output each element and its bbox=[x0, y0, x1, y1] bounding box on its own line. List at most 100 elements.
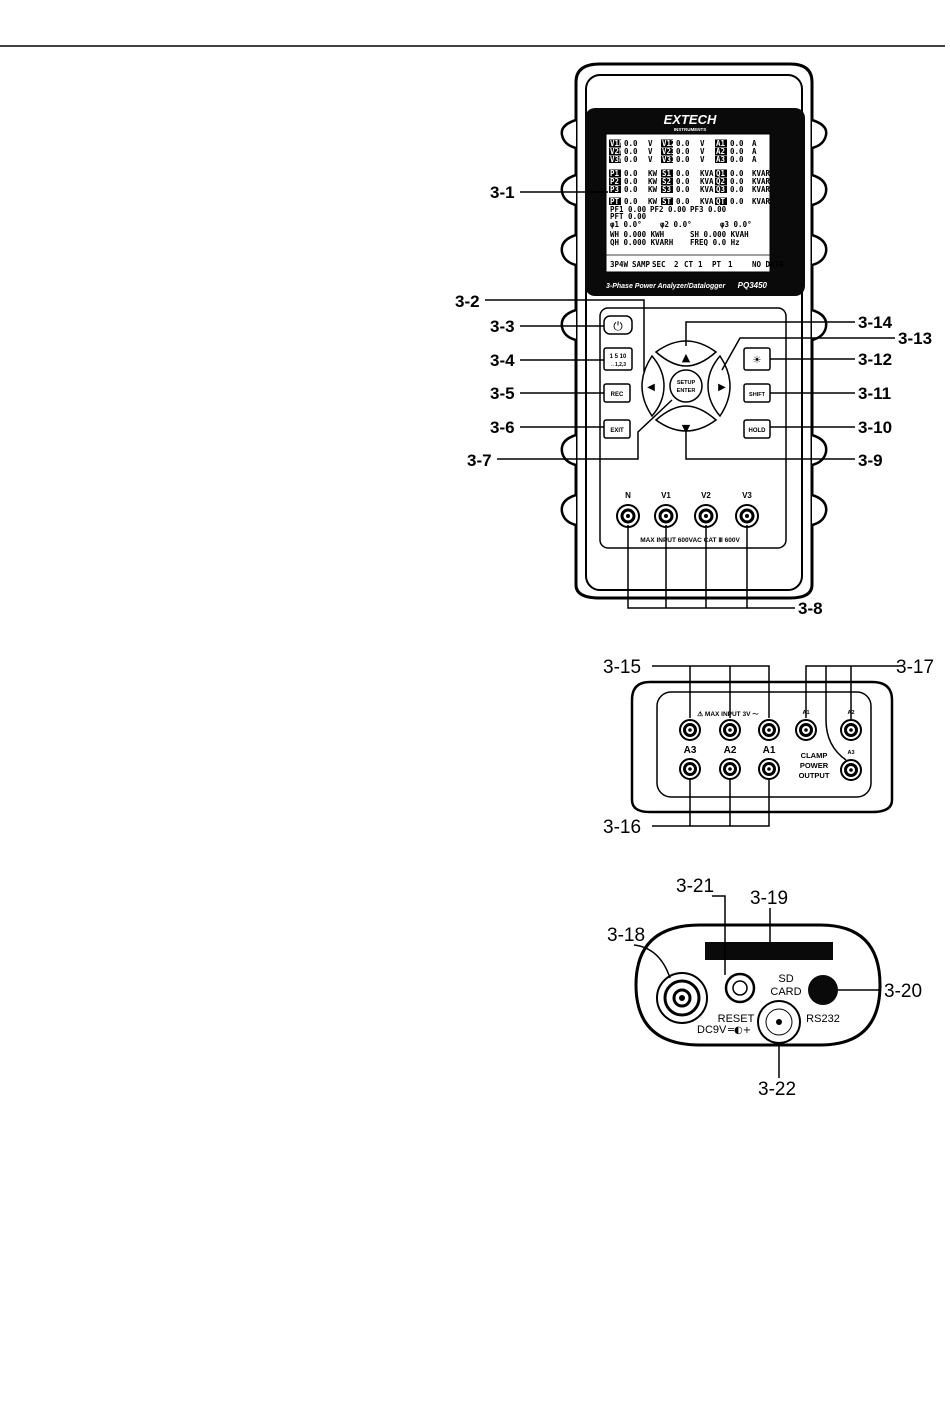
lcd-value: KW bbox=[648, 197, 658, 206]
top-callout-lines bbox=[652, 665, 900, 827]
sd-card-slot[interactable] bbox=[705, 942, 833, 960]
rec-button[interactable]: REC bbox=[603, 383, 631, 403]
lcd-value: 0.0 bbox=[676, 177, 690, 186]
voltage-jack-label: V2 bbox=[701, 491, 711, 500]
rs232-port[interactable] bbox=[808, 975, 838, 1005]
lcd-tag: ST bbox=[662, 197, 672, 206]
current-jack-label: A3 bbox=[684, 745, 697, 756]
lcd-value: 0.0 bbox=[730, 197, 744, 206]
current-jack-a3[interactable] bbox=[679, 719, 701, 741]
lcd-tag: Q2 bbox=[716, 177, 725, 186]
voltage-jack-n[interactable] bbox=[616, 504, 640, 528]
lcd-tag: A2 bbox=[716, 147, 725, 156]
lcd-value: KVA bbox=[700, 185, 714, 194]
callout-3-11: 3-11 bbox=[858, 384, 891, 403]
lcd-tag-box bbox=[661, 155, 673, 163]
rs232-label: RS232 bbox=[806, 1013, 840, 1025]
setup-enter-button[interactable]: SETUP ENTER bbox=[669, 369, 703, 403]
current-jack-a3[interactable] bbox=[679, 758, 701, 780]
lcd-tag-box bbox=[609, 155, 621, 163]
backlight-icon: ☀ bbox=[753, 355, 762, 366]
lcd-tag: S2 bbox=[662, 177, 671, 186]
reset-button[interactable] bbox=[724, 972, 756, 1004]
lcd-pf: PF1 0.00 bbox=[610, 205, 647, 214]
lcd-value: KW bbox=[648, 177, 658, 186]
clamp-label-3: OUTPUT bbox=[799, 771, 830, 780]
voltage-jack-label: N bbox=[625, 491, 631, 500]
left-button[interactable]: ◀ bbox=[641, 354, 665, 418]
lcd-tag: QT bbox=[716, 197, 726, 206]
voltage-jack-v2[interactable] bbox=[694, 504, 718, 528]
range-label-1: 1 5 10 bbox=[610, 354, 627, 360]
clamp-label-2: POWER bbox=[800, 761, 829, 770]
lcd-tag: V31 bbox=[662, 155, 676, 164]
lcd-value: KVAR bbox=[752, 169, 771, 178]
current-jack-a1[interactable] bbox=[758, 719, 780, 741]
bottom-view: RESET SD CARD RS232 DC9V ═◐+ 3-18 3-19 3… bbox=[607, 876, 922, 1100]
clamp-jack-a3[interactable] bbox=[840, 759, 862, 781]
current-jack-a2[interactable] bbox=[719, 758, 741, 780]
range-button[interactable]: 1 5 10 ↔1,2,3 bbox=[603, 347, 633, 371]
lcd-value: KVA bbox=[700, 177, 714, 186]
current-jack-a2[interactable] bbox=[719, 719, 741, 741]
voltage-jack-v3[interactable] bbox=[735, 504, 759, 528]
power-button[interactable]: ⏻ bbox=[603, 315, 633, 335]
lcd-value: 0.0 bbox=[624, 147, 638, 156]
hold-button[interactable]: HOLD bbox=[743, 419, 771, 439]
callout-3-19: 3-19 bbox=[750, 888, 788, 909]
lcd-value: 0.0 bbox=[730, 169, 744, 178]
lcd-energy: SH 0.000 KVAH bbox=[690, 230, 749, 239]
lcd-value: 0.0 bbox=[676, 155, 690, 164]
lcd-status: CT bbox=[684, 260, 694, 269]
voltage-jack-label: V1 bbox=[661, 491, 671, 500]
lcd-tag-box bbox=[661, 197, 673, 205]
lcd-value: KW bbox=[648, 185, 658, 194]
lcd-value: 0.0 bbox=[624, 139, 638, 148]
lcd-tag-box bbox=[609, 147, 621, 155]
bottom-callout-lines bbox=[633, 895, 880, 1078]
up-button[interactable]: ▲ bbox=[654, 340, 718, 367]
backlight-button[interactable]: ☀ bbox=[743, 347, 771, 371]
current-jack-a1[interactable] bbox=[758, 758, 780, 780]
lcd-tag-box bbox=[609, 169, 621, 177]
callout-3-7: 3-7 bbox=[467, 451, 492, 470]
lcd-status: 2 bbox=[674, 260, 679, 269]
callout-3-2: 3-2 bbox=[455, 292, 480, 311]
voltage-jack-v1[interactable] bbox=[654, 504, 678, 528]
callout-3-18: 3-18 bbox=[607, 925, 645, 946]
lcd-value: 0.0 bbox=[624, 177, 638, 186]
lcd-status: 1 bbox=[698, 260, 703, 269]
lcd-energy: WH 0.000 KWH bbox=[610, 230, 665, 239]
dc-power-jack[interactable] bbox=[757, 1000, 801, 1044]
lcd-value: 0.0 bbox=[676, 147, 690, 156]
lcd-status: SEC bbox=[652, 260, 666, 269]
callout-3-4: 3-4 bbox=[490, 351, 515, 370]
shift-label: SHIFT bbox=[749, 392, 766, 398]
shift-button[interactable]: SHIFT bbox=[743, 383, 771, 403]
lcd-value: 0.0 bbox=[730, 147, 744, 156]
lcd-tag: V3N bbox=[610, 155, 624, 164]
right-button[interactable]: ▶ bbox=[707, 354, 731, 418]
lcd-tag: Q3 bbox=[716, 185, 726, 194]
lcd-value: 0.0 bbox=[730, 177, 744, 186]
lcd-value: 0.0 bbox=[624, 197, 638, 206]
lcd-tag: V2N bbox=[610, 147, 624, 156]
brand-sub: INSTRUMENTS bbox=[674, 127, 707, 132]
lcd-value: KVAR bbox=[752, 197, 771, 206]
down-button[interactable]: ▼ bbox=[654, 405, 718, 435]
exit-button[interactable]: EXIT bbox=[603, 419, 631, 439]
power-icon: ⏻ bbox=[613, 319, 623, 333]
rec-label: REC bbox=[611, 392, 624, 398]
lcd-status: PT bbox=[712, 260, 722, 269]
dpad: ▲ ▼ ◀ ▶ SETUP ENTER bbox=[641, 340, 731, 435]
sd-label-2: CARD bbox=[770, 986, 801, 998]
lcd-tag: V23 bbox=[662, 147, 676, 156]
clamp-jack-a2[interactable] bbox=[840, 719, 862, 741]
brand-logo: EXTECH bbox=[664, 112, 717, 127]
lcd-value: KVAR bbox=[752, 177, 771, 186]
lcd-pf: PF2 0.00 bbox=[650, 205, 687, 214]
clamp-jack-a1[interactable] bbox=[795, 719, 817, 741]
lcd-pf: PF3 0.00 bbox=[690, 205, 727, 214]
